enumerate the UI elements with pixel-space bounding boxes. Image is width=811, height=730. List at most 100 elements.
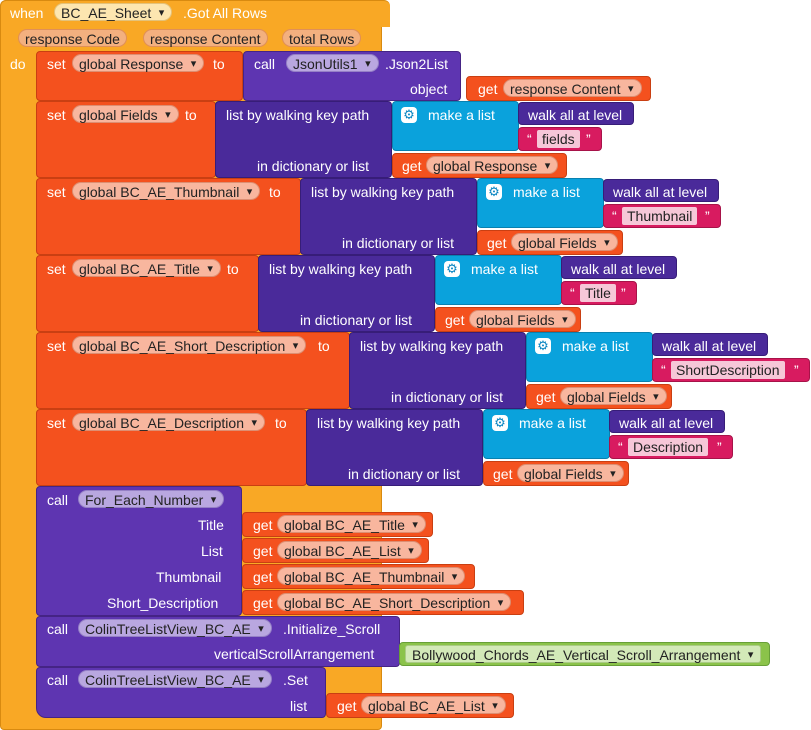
make-a-list-label: make a list (519, 415, 586, 431)
in-dictionary-label: in dictionary or list (342, 235, 455, 251)
make-a-list-label: make a list (562, 338, 629, 354)
arg-label-vertical-scroll: verticalScrollArrangement (214, 646, 375, 662)
method-label-initialize-scroll: .Initialize_Scroll (283, 621, 381, 637)
component-dropdown-listview[interactable]: ColinTreeListView_BC_AE (78, 670, 272, 689)
set-label: set (47, 415, 66, 431)
get-var-dropdown[interactable]: response Content (503, 79, 642, 98)
to-label: to (318, 338, 330, 354)
param-response-code[interactable]: response Code (18, 29, 127, 47)
event-when-label: when (10, 5, 44, 21)
walk-all-at-level-label: walk all at level (528, 107, 623, 123)
set-var-dropdown[interactable]: global BC_AE_Thumbnail (72, 182, 261, 201)
method-label-json2list: .Json2List (385, 56, 449, 72)
walk-all-at-level-block[interactable] (518, 102, 634, 125)
set-var-dropdown[interactable]: global BC_AE_Title (72, 259, 221, 278)
open-quote: “ (527, 131, 532, 147)
gear-icon[interactable]: ⚙ (535, 338, 551, 354)
gear-icon[interactable]: ⚙ (401, 107, 417, 123)
text-value[interactable]: Description (628, 438, 709, 456)
open-quote: “ (661, 362, 666, 378)
list-by-walking-key-path-label: list by walking key path (226, 107, 370, 123)
param-response-content[interactable]: response Content (143, 29, 268, 47)
text-value[interactable]: Thumbnail (622, 207, 698, 225)
set-var-dropdown[interactable]: global Response (72, 54, 205, 73)
get-label: get (337, 698, 357, 714)
set-var-dropdown[interactable]: global Fields (72, 105, 179, 124)
open-quote: “ (570, 285, 575, 301)
make-a-list-label: make a list (471, 261, 538, 277)
get-var-dropdown[interactable]: global BC_AE_Thumbnail (277, 567, 466, 586)
to-label: to (213, 56, 225, 72)
arg-label-short-description: Short_Description (107, 595, 219, 611)
gear-icon[interactable]: ⚙ (444, 261, 460, 277)
set-label: set (47, 338, 66, 354)
get-var-dropdown[interactable]: global Fields (511, 233, 618, 252)
set-label: set (47, 261, 66, 277)
component-dropdown-scroll-arrangement[interactable]: Bollywood_Chords_AE_Vertical_Scroll_Arra… (405, 645, 762, 664)
object-label: object (410, 81, 448, 97)
call-label: call (254, 56, 276, 72)
walk-all-at-level-block[interactable] (652, 333, 768, 356)
list-by-walking-key-path-block[interactable] (300, 178, 477, 255)
get-var-dropdown[interactable]: global BC_AE_List (277, 541, 422, 560)
list-by-walking-key-path-block[interactable] (215, 101, 392, 178)
get-var-dropdown[interactable]: global BC_AE_Short_Description (277, 593, 512, 612)
set-var-dropdown[interactable]: global BC_AE_Short_Description (72, 336, 307, 355)
get-var-dropdown[interactable]: global Response (426, 156, 559, 175)
list-by-walking-key-path-block[interactable] (306, 409, 483, 486)
close-quote: ” (794, 362, 799, 378)
get-label: get (253, 569, 273, 585)
get-label: get (253, 517, 273, 533)
call-for-each-number-block[interactable] (36, 486, 242, 616)
list-by-walking-key-path-block[interactable] (349, 332, 526, 409)
set-label: set (47, 56, 66, 72)
to-label: to (275, 415, 287, 431)
component-dropdown-jsonutils[interactable]: JsonUtils1 (286, 54, 379, 73)
get-label: get (445, 312, 465, 328)
event-component-dropdown[interactable]: BC_AE_Sheet (54, 3, 173, 22)
list-by-walking-key-path-label: list by walking key path (311, 184, 455, 200)
get-label: get (253, 595, 273, 611)
to-label: to (227, 261, 239, 277)
set-label: set (47, 184, 66, 200)
open-quote: “ (618, 439, 623, 455)
walk-all-at-level-block[interactable] (603, 179, 719, 202)
text-value[interactable]: Title (580, 284, 616, 302)
get-var-dropdown[interactable]: global Fields (517, 464, 624, 483)
arg-label-title: Title (198, 517, 224, 533)
list-by-walking-key-path-block[interactable] (258, 255, 435, 332)
get-var-dropdown[interactable]: global BC_AE_List (361, 696, 506, 715)
text-value[interactable]: ShortDescription (671, 361, 785, 379)
walk-all-at-level-block[interactable] (609, 410, 725, 433)
walk-all-at-level-label: walk all at level (571, 261, 666, 277)
get-var-dropdown[interactable]: global Fields (560, 387, 667, 406)
get-var-dropdown[interactable]: global BC_AE_Title (277, 515, 426, 534)
arg-label-list: list (290, 698, 308, 714)
event-do-label: do (10, 56, 26, 72)
get-label: get (253, 543, 273, 559)
get-label: get (487, 235, 507, 251)
method-label-set: .Set (283, 672, 308, 688)
get-var-dropdown[interactable]: global Fields (469, 310, 576, 329)
gear-icon[interactable]: ⚙ (486, 184, 502, 200)
list-by-walking-key-path-label: list by walking key path (317, 415, 461, 431)
in-dictionary-label: in dictionary or list (348, 466, 461, 482)
close-quote: ” (586, 131, 591, 147)
event-name-label: .Got All Rows (183, 5, 268, 21)
to-label: to (185, 107, 197, 123)
gear-icon[interactable]: ⚙ (492, 415, 508, 431)
list-by-walking-key-path-label: list by walking key path (269, 261, 413, 277)
open-quote: “ (612, 208, 617, 224)
in-dictionary-label: in dictionary or list (391, 389, 504, 405)
param-total-rows[interactable]: total Rows (282, 29, 362, 47)
call-label: call (47, 621, 69, 637)
text-value[interactable]: fields (537, 130, 580, 148)
make-a-list-label: make a list (428, 107, 495, 123)
procedure-dropdown[interactable]: For_Each_Number (78, 490, 225, 509)
get-label: get (536, 389, 556, 405)
walk-all-at-level-block[interactable] (561, 256, 677, 279)
component-dropdown-listview[interactable]: ColinTreeListView_BC_AE (78, 619, 272, 638)
get-label: get (402, 158, 422, 174)
get-label: get (493, 466, 513, 482)
set-var-dropdown[interactable]: global BC_AE_Description (72, 413, 265, 432)
